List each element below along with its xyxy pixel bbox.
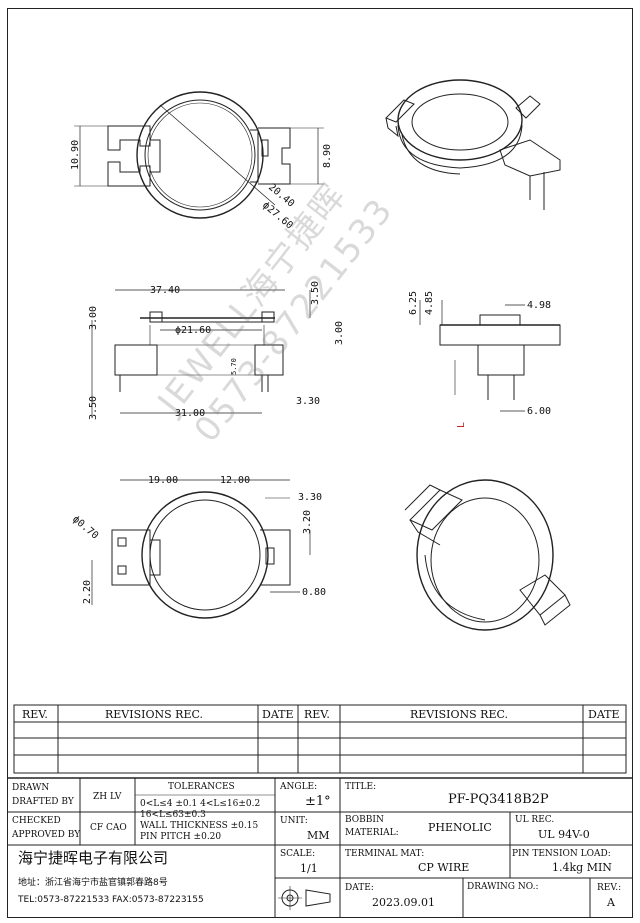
rev-value: A	[607, 896, 615, 909]
drafted-by-label: DRAFTED BY	[12, 797, 74, 807]
rev-label: REV.:	[597, 883, 622, 893]
dim-4-98: 4.98	[527, 300, 551, 311]
revisions-col-header-1: REVISIONS REC.	[105, 708, 203, 721]
side-view	[419, 300, 561, 412]
revisions-col-header-2: REVISIONS REC.	[410, 708, 508, 721]
approver-name: CF CAO	[90, 823, 127, 833]
front-view	[91, 289, 311, 415]
angle-label: ANGLE:	[280, 782, 318, 792]
dim-3-50-top: 3.50	[310, 281, 321, 305]
date-label: DATE:	[345, 883, 374, 893]
dim-0-80: 0.80	[302, 587, 326, 598]
bobbin-label: BOBBIN	[345, 815, 384, 825]
ul-rec-label: UL REC.	[515, 815, 555, 825]
part-number: PF-PQ3418B2P	[448, 792, 549, 807]
pin-tension-value: 1.4kg MIN	[552, 861, 612, 874]
dim-10-90: 10.90	[70, 140, 81, 170]
dim-0-70: ϕ0.70	[70, 514, 100, 542]
material-value: PHENOLIC	[428, 821, 492, 834]
unit-label: UNIT:	[280, 816, 308, 826]
dim-3-00: 3.00	[88, 306, 99, 330]
tolerances-title: TOLERANCES	[168, 782, 235, 792]
rev-col-header-1: REV.	[22, 708, 48, 721]
dim-3-50-left: 3.50	[88, 396, 99, 420]
unit-value: MM	[307, 829, 330, 842]
date-col-header-2: DATE	[588, 708, 620, 721]
approved-by-label: APPROVED BY	[12, 830, 81, 840]
dim-21-60: ϕ21.60	[175, 325, 211, 336]
pin-tension-label: PIN TENSION LOAD:	[512, 849, 611, 859]
dim-37-40: 37.40	[150, 285, 180, 296]
ul-rec-value: UL 94V-0	[538, 828, 590, 841]
isometric-view-bottom	[404, 479, 571, 631]
dim-19-00: 19.00	[148, 475, 178, 486]
material-label: MATERIAL:	[345, 828, 399, 838]
drawing-sheet	[7, 8, 633, 918]
title-label: TITLE:	[345, 782, 377, 792]
scale-label: SCALE:	[280, 849, 316, 859]
scale-value: 1/1	[300, 862, 318, 875]
date-value: 2023.09.01	[372, 896, 435, 909]
dim-3-20: 3.20	[302, 510, 313, 534]
company-address: 地址：浙江省海宁市盐官镇郭春路8号	[18, 878, 168, 888]
dim-3-30-bottom: 3.30	[298, 492, 322, 503]
drawn-label: DRAWN	[12, 783, 50, 793]
dim-31-00: 31.00	[175, 408, 205, 419]
dim-3-30-front: 3.30	[296, 396, 320, 407]
bottom-view	[91, 479, 311, 619]
dim-4-85: 4.85	[424, 291, 435, 315]
dim-6-00: 6.00	[527, 406, 551, 417]
company-name: 海宁捷晖电子有限公司	[18, 849, 169, 867]
title-block-grid	[7, 777, 633, 918]
tolerance-line-2: 16<L≤63±0.3	[140, 810, 206, 820]
dim-3-00-right: 3.00	[334, 321, 345, 345]
terminal-mat-value: CP WIRE	[418, 861, 470, 874]
dim-5-70: 5.70	[230, 358, 238, 375]
terminal-mat-label: TERMINAL MAT:	[345, 849, 425, 859]
drawing-no-label: DRAWING NO.:	[467, 882, 539, 892]
revision-table	[13, 704, 627, 774]
dim-6-25: 6.25	[408, 291, 419, 315]
company-contact: TEL:0573-87221533 FAX:0573-87223155	[18, 895, 204, 905]
tolerance-line-3: WALL THICKNESS ±0.15	[140, 821, 259, 831]
dim-2-20: 2.20	[82, 580, 93, 604]
dim-12-00: 12.00	[220, 475, 250, 486]
rev-col-header-2: REV.	[304, 708, 330, 721]
tolerance-line-4: PIN PITCH ±0.20	[140, 832, 222, 842]
date-col-header-1: DATE	[262, 708, 294, 721]
drafter-name: ZH LV	[93, 792, 122, 802]
tolerance-line-1: 0<L≤4 ±0.1 4<L≤16±0.2	[140, 799, 261, 809]
isometric-view-top	[385, 79, 561, 210]
dim-l-red: L	[456, 422, 467, 428]
top-view	[74, 91, 324, 219]
checked-label: CHECKED	[12, 816, 61, 826]
dim-8-90: 8.90	[322, 144, 333, 168]
angle-value: ±1°	[305, 794, 331, 809]
